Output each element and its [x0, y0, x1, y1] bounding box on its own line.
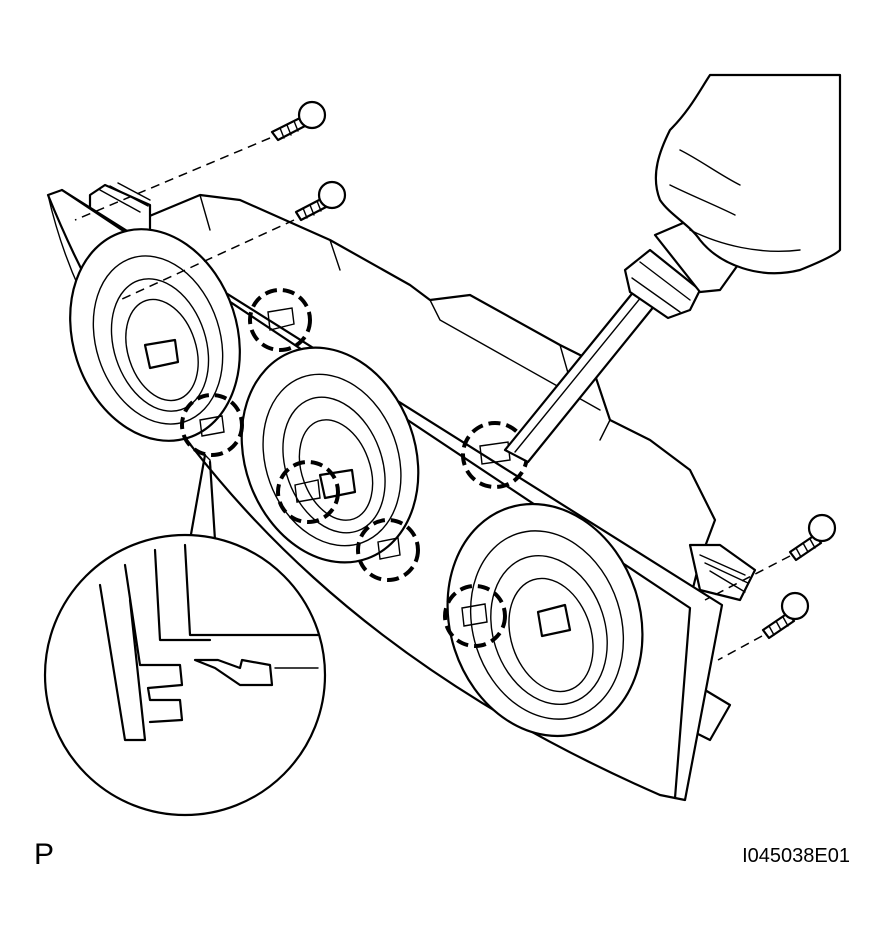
- right-vent: [446, 502, 644, 738]
- screw-icon-4: [761, 591, 810, 640]
- screwdriver-tool: [503, 218, 742, 464]
- left-vent: [69, 228, 241, 442]
- figure-id: I045038E01: [742, 845, 850, 867]
- clip-marker-top-left: [248, 288, 312, 352]
- detail-callout: [43, 453, 327, 817]
- clip-marker-center: [276, 460, 340, 524]
- center-vent: [240, 346, 420, 564]
- clip-marker-center-low: [356, 518, 420, 582]
- clip-marker-left: [180, 393, 244, 457]
- screw-icon-1: [270, 100, 327, 142]
- screw-icon-3: [788, 513, 837, 562]
- clip-marker-right: [443, 584, 507, 648]
- hand-icon: [654, 73, 842, 275]
- view-label: P: [34, 838, 55, 871]
- screw-icon-2: [294, 180, 347, 222]
- right-connector: [688, 543, 757, 742]
